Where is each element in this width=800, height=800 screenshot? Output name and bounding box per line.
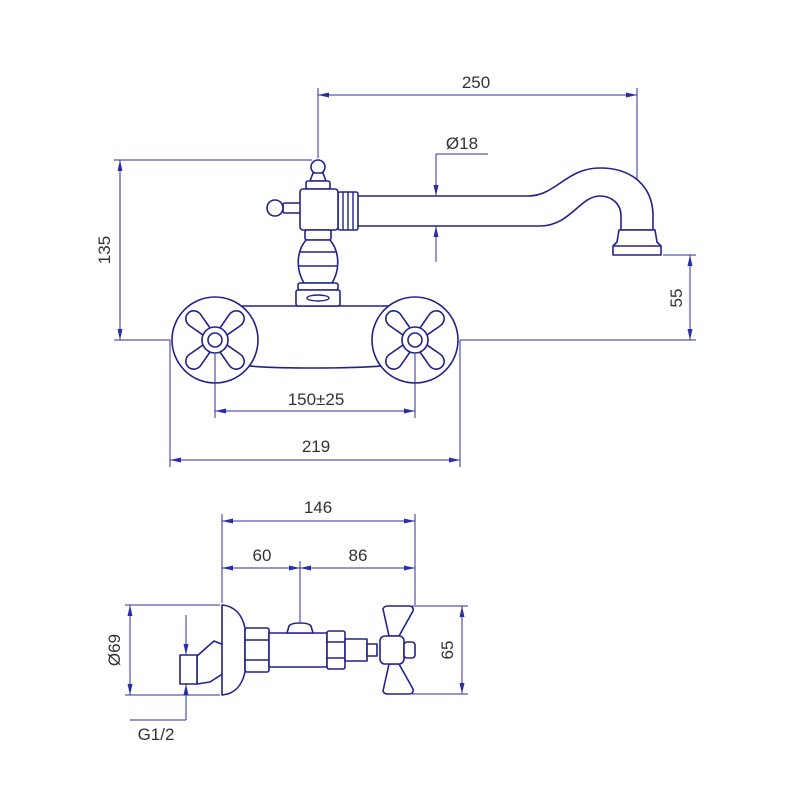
handle-arm (185, 310, 211, 336)
handle-arm (419, 344, 445, 370)
column-collar (304, 229, 332, 241)
handle-arm (185, 344, 211, 370)
dim-label-wall-to-spout: 60 (253, 546, 272, 565)
right-cross-handle (385, 310, 445, 370)
top-cap (305, 180, 331, 190)
dim-label-overall-width: 219 (302, 437, 330, 456)
side-handle-front-arm (403, 641, 416, 659)
column-base-nut (295, 289, 341, 307)
wall-flange (221, 604, 246, 696)
inlet-offset-connector (196, 640, 225, 685)
hex-nut (244, 627, 270, 673)
side-view: 146 60 86 Ø69 65 G1/2 (105, 498, 468, 744)
valve-housing (299, 188, 339, 231)
side-handle-hub (379, 635, 405, 665)
dim-label-knob-height: 135 (95, 236, 114, 264)
handle-hub-cap (407, 332, 423, 348)
dim-label-spout-reach: 250 (462, 73, 490, 92)
side-handle-bottom-arm (382, 663, 414, 695)
inlet-thread (179, 654, 198, 685)
left-cross-handle (185, 310, 245, 370)
side-knob (266, 199, 284, 217)
dim-label-inlet-thread: G1/2 (138, 725, 175, 744)
handle-hub-cap (207, 332, 223, 348)
spindle-ring (366, 643, 378, 657)
top-knob-neck (309, 172, 327, 182)
column-body (297, 239, 339, 284)
spout-socket (286, 622, 314, 634)
handle-arm (385, 344, 411, 370)
dim-label-overall-depth: 146 (304, 498, 332, 517)
front-view: 250 Ø18 135 55 150±25 219 (95, 73, 696, 467)
handle-arm (219, 344, 245, 370)
side-stem (282, 202, 302, 214)
valve-nut (326, 630, 346, 670)
base-nut-ornament (306, 294, 330, 302)
top-knob (310, 159, 326, 175)
column-base-ring (297, 282, 339, 291)
dim-label-flange-diameter: Ø69 (105, 634, 124, 666)
dim-label-spout-diameter: Ø18 (446, 134, 478, 153)
dim-label-outlet-height: 55 (667, 289, 686, 308)
spout-outlet (612, 229, 662, 256)
handle-arm (385, 310, 411, 336)
side-handle-top-arm (382, 605, 414, 637)
spindle (344, 638, 368, 662)
side-body (268, 632, 328, 668)
dim-label-spout-to-handle: 86 (349, 546, 368, 565)
spout-tube (351, 167, 654, 231)
handle-arm (419, 310, 445, 336)
dim-label-handle-span: 65 (438, 641, 457, 660)
dim-label-inlet-centers: 150±25 (288, 390, 345, 409)
handle-arm (219, 310, 245, 336)
